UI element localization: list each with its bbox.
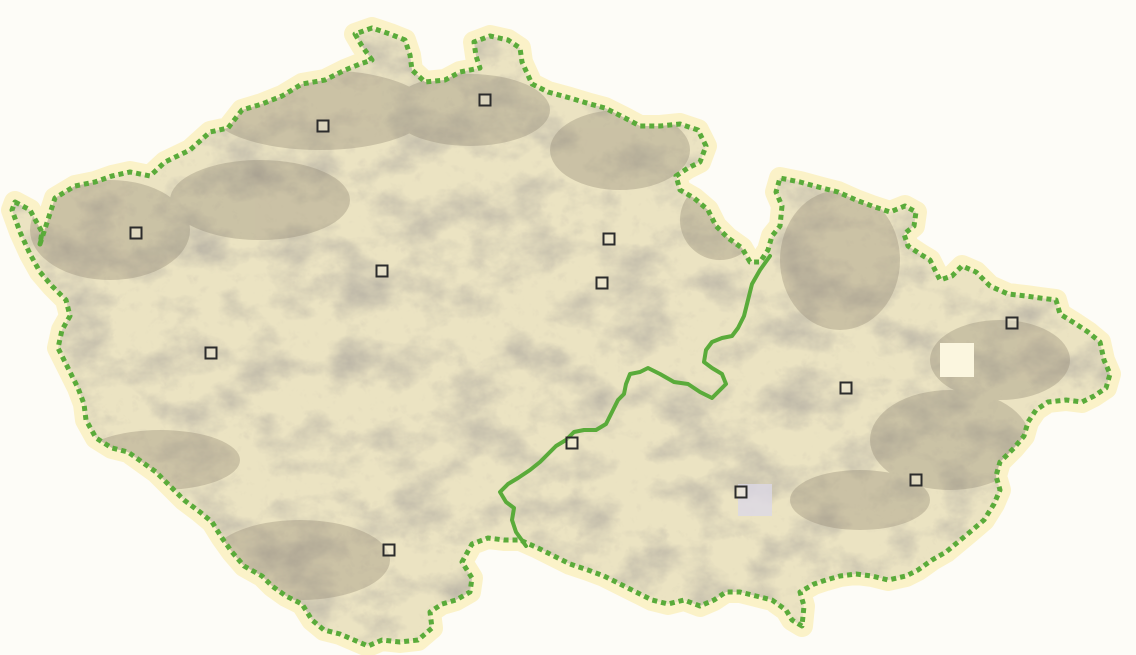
mountain-zone (930, 320, 1070, 400)
location-marker[interactable] (129, 226, 143, 240)
location-marker[interactable] (595, 276, 609, 290)
location-marker[interactable] (375, 264, 389, 278)
pale-map-sheet (940, 343, 974, 377)
location-marker[interactable] (1005, 316, 1019, 330)
location-marker[interactable] (839, 381, 853, 395)
location-marker[interactable] (565, 436, 579, 450)
mountain-zone (390, 74, 550, 146)
location-marker[interactable] (734, 485, 748, 499)
location-marker[interactable] (204, 346, 218, 360)
mountain-zone (30, 180, 190, 280)
location-marker[interactable] (382, 543, 396, 557)
location-marker[interactable] (316, 119, 330, 133)
state-border (9, 25, 1113, 649)
mountain-zone (790, 470, 930, 530)
location-marker[interactable] (909, 473, 923, 487)
location-marker[interactable] (602, 232, 616, 246)
mountain-zone (870, 390, 1030, 490)
location-markers (129, 93, 1019, 557)
mountain-zone (550, 110, 690, 190)
location-marker[interactable] (478, 93, 492, 107)
mountain-shading (30, 70, 1070, 600)
mountain-zone (170, 160, 350, 240)
historic-land-divide (498, 254, 772, 548)
mountain-zone (780, 190, 900, 330)
